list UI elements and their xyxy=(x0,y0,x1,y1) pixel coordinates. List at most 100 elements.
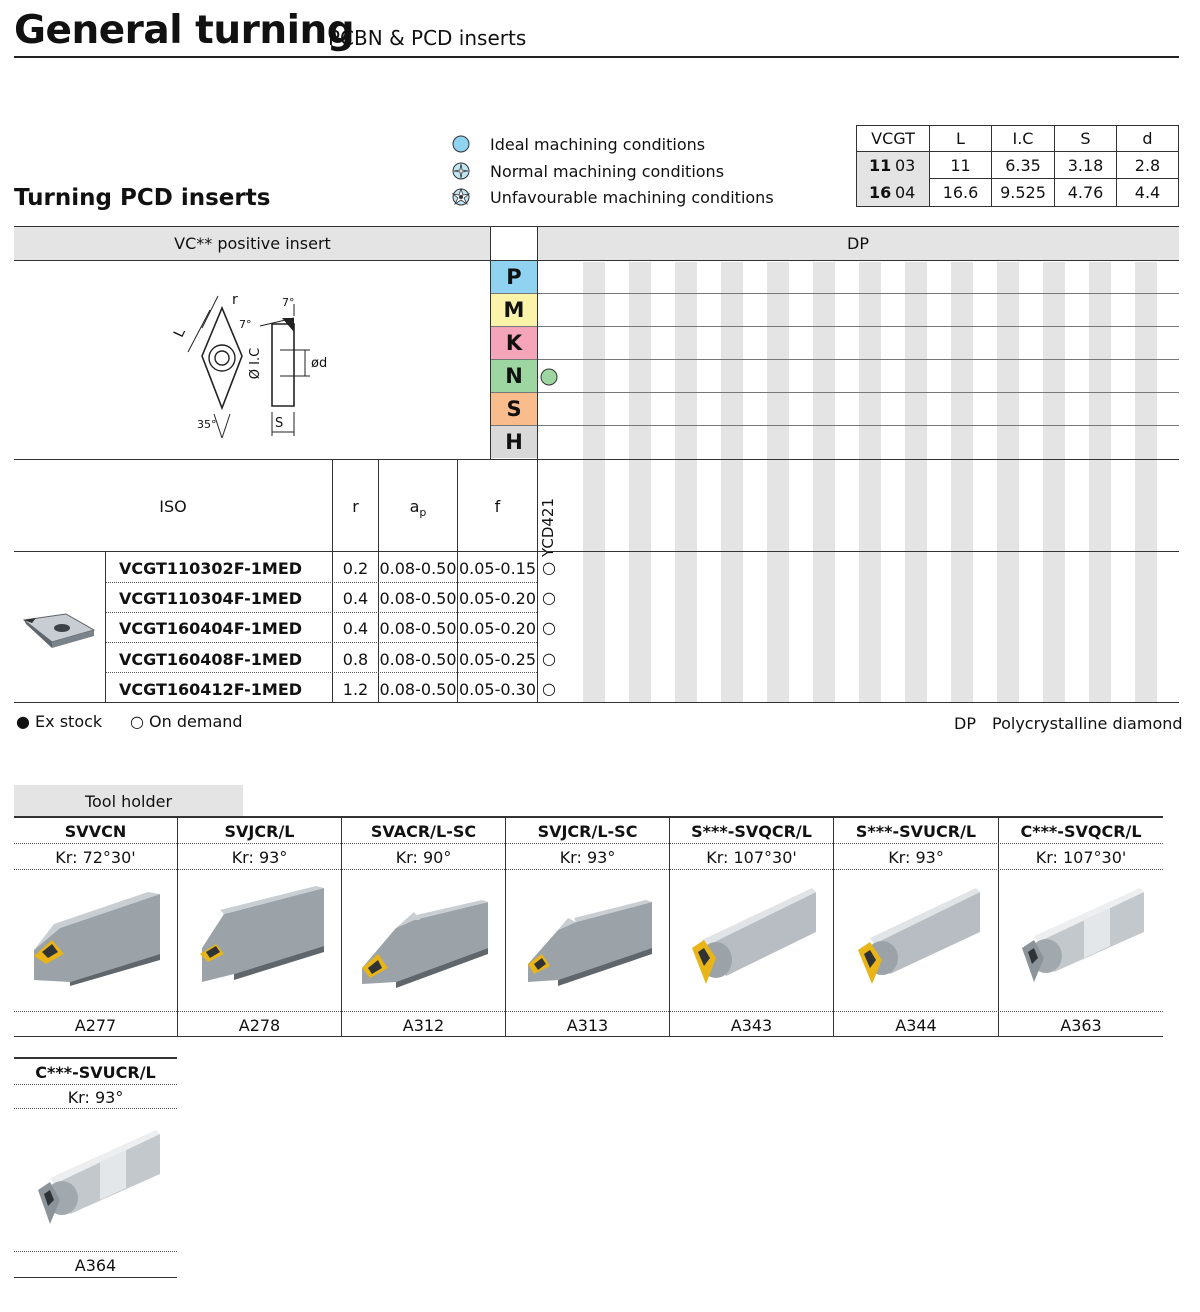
availability-mark: ○ xyxy=(542,618,556,637)
product-ap: 0.08-0.50 xyxy=(379,589,457,608)
tool-holder-kr: Kr: 72°30' xyxy=(55,848,136,867)
tool-holder-image xyxy=(38,1130,160,1224)
product-r: 0.4 xyxy=(342,619,369,638)
column-iso: ISO xyxy=(159,497,187,516)
page-subtitle: PCBN & PCD inserts xyxy=(328,26,527,50)
title-rule xyxy=(14,56,1179,58)
tool-holder-name: C***-SVUCR/L xyxy=(35,1063,156,1082)
legend-normal-label: Normal machining conditions xyxy=(490,161,725,181)
product-f: 0.05-0.20 xyxy=(458,589,537,608)
product-ap: 0.08-0.50 xyxy=(379,619,457,638)
tool-holder-image xyxy=(858,888,980,984)
product-code: VCGT160404F-1MED xyxy=(119,619,303,638)
grade-column xyxy=(767,262,789,702)
grade-column xyxy=(997,262,1019,702)
geo-row2-size: 16 xyxy=(869,183,892,202)
product-code: VCGT110304F-1MED xyxy=(119,589,303,608)
tool-holder-page: A312 xyxy=(402,1016,445,1035)
product-ap: 0.08-0.50 xyxy=(379,559,457,578)
tool-holder-page: A278 xyxy=(238,1016,281,1035)
label-7-left: 7° xyxy=(239,318,252,331)
product-ap: 0.08-0.50 xyxy=(379,680,457,699)
tool-holder-kr: Kr: 107°30' xyxy=(706,848,797,867)
geo-header-l: L xyxy=(956,129,965,148)
legend-on-demand: ○ On demand xyxy=(130,712,243,731)
product-ap: 0.08-0.50 xyxy=(379,650,457,669)
grade-column xyxy=(675,262,697,702)
tool-holder-page: A277 xyxy=(74,1016,117,1035)
grade-legend-code: DP xyxy=(954,714,976,733)
tool-holder-kr: Kr: 93° xyxy=(559,848,616,867)
tool-holder-image xyxy=(1022,888,1144,982)
product-r: 0.8 xyxy=(342,650,369,669)
insert-product-image xyxy=(22,613,96,648)
grade-column xyxy=(1043,262,1065,702)
tool-holder-name: SVJCR/L-SC xyxy=(537,822,638,841)
product-code: VCGT160408F-1MED xyxy=(119,650,303,669)
geo-row2-thk: 04 xyxy=(895,183,916,202)
grade-column xyxy=(1089,262,1111,702)
geo-header-d: d xyxy=(1142,129,1153,148)
column-f: f xyxy=(494,497,501,516)
material-n: N xyxy=(491,360,537,392)
material-p: P xyxy=(491,261,537,293)
normal-condition-icon xyxy=(452,162,470,180)
product-code: VCGT110302F-1MED xyxy=(119,559,303,578)
product-r: 0.2 xyxy=(342,559,369,578)
tool-holder-kr: Kr: 93° xyxy=(231,848,288,867)
column-r: r xyxy=(352,497,359,516)
material-s: S xyxy=(491,393,537,425)
geo-row2-ic: 9.525 xyxy=(1000,183,1046,202)
label-ic: Ø I.C xyxy=(248,347,264,380)
availability-mark: ○ xyxy=(542,588,556,607)
tool-holder-kr: Kr: 90° xyxy=(395,848,452,867)
grade-legend-desc: Polycrystalline diamond xyxy=(992,714,1183,733)
insert-header-bg xyxy=(14,226,491,260)
geo-row1-size: 11 xyxy=(869,156,892,175)
product-r: 1.2 xyxy=(342,680,369,699)
legend-ideal-label: Ideal machining conditions xyxy=(490,134,706,154)
legend-ideal: Ideal machining conditions xyxy=(452,133,705,155)
tool-holder-name: SVJCR/L xyxy=(224,822,295,841)
grade-column xyxy=(1135,262,1157,702)
material-h: H xyxy=(491,426,537,458)
geo-row1-l: 11 xyxy=(950,156,971,175)
tool-holder-kr: Kr: 93° xyxy=(67,1088,124,1107)
tool-holder-page: A344 xyxy=(895,1016,937,1035)
availability-mark: ○ xyxy=(542,679,556,698)
tool-holder-page: A343 xyxy=(730,1016,773,1035)
availability-mark: ○ xyxy=(542,649,556,668)
grade-column xyxy=(951,262,973,702)
tool-holder-image xyxy=(362,900,488,988)
tool-holder-name: SVACR/L-SC xyxy=(370,822,477,841)
geo-header-s: S xyxy=(1080,129,1091,148)
tool-holder-page: A313 xyxy=(566,1016,609,1035)
product-f: 0.05-0.20 xyxy=(458,619,537,638)
grade-column xyxy=(905,262,927,702)
grade-column xyxy=(629,262,651,702)
tool-holder-kr: Kr: 107°30' xyxy=(1035,848,1127,867)
product-code: VCGT160412F-1MED xyxy=(119,680,303,699)
geo-row2-l: 16.6 xyxy=(942,183,979,202)
tool-holder-name: SVVCN xyxy=(64,822,127,841)
product-f: 0.05-0.30 xyxy=(458,680,537,699)
tool-holder-page: A363 xyxy=(1060,1016,1102,1035)
page-title: General turning xyxy=(14,8,355,53)
grade-column xyxy=(859,262,881,702)
legend-normal: Normal machining conditions xyxy=(452,160,724,182)
column-ap: ap xyxy=(409,497,427,520)
material-m: M xyxy=(491,294,537,326)
material-k: K xyxy=(491,327,537,359)
insert-header: VC** positive insert xyxy=(174,234,331,253)
geo-row1-s: 3.18 xyxy=(1067,156,1104,175)
unfavourable-condition-icon xyxy=(452,188,470,206)
label-d: ød xyxy=(311,356,328,371)
geo-row2-d: 4.4 xyxy=(1134,183,1161,202)
product-f: 0.05-0.25 xyxy=(458,650,537,669)
tool-holder-name: S***-SVUCR/L xyxy=(855,822,977,841)
geo-header-vcgt: VCGT xyxy=(871,129,915,148)
tool-holder-image xyxy=(528,900,652,986)
grade-group-header: DP xyxy=(847,234,869,253)
tool-holder-image xyxy=(692,888,816,984)
ideal-condition-icon xyxy=(452,135,470,153)
